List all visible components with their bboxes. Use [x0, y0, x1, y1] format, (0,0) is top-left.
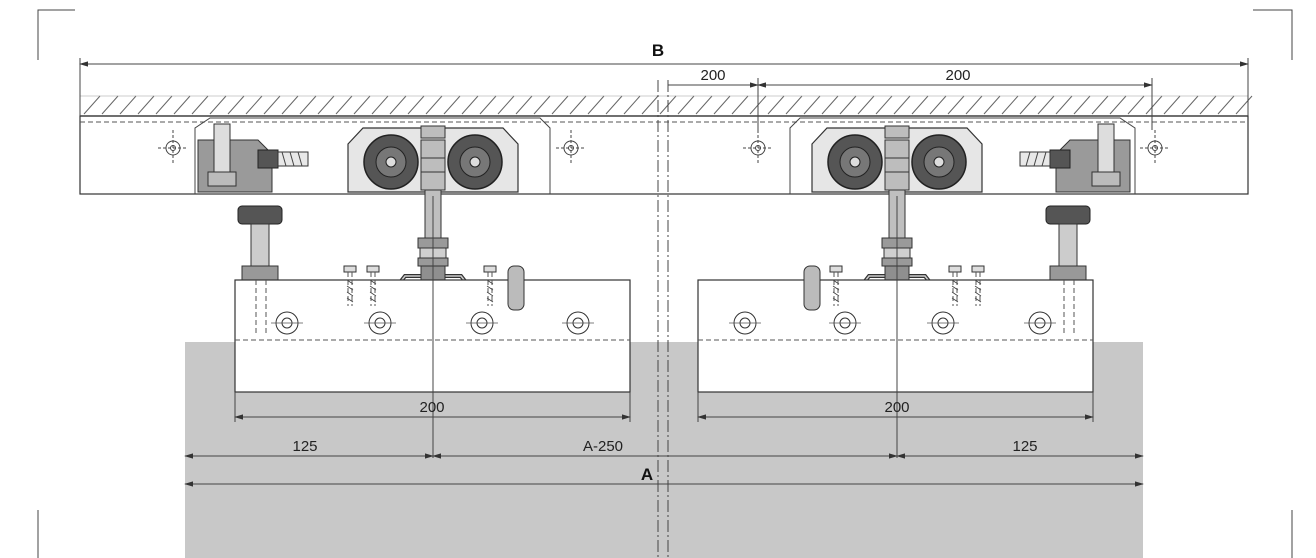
hatch-line: [1073, 95, 1091, 115]
dimension-label-right-offset: 125: [1012, 438, 1037, 455]
hatch-line: [155, 95, 173, 115]
hatch-line: [173, 95, 191, 115]
hatch-line: [605, 95, 623, 115]
hatch-line: [191, 95, 209, 115]
hatch-line: [281, 95, 299, 115]
hatch-line: [551, 95, 569, 115]
door-stop-left: [197, 123, 309, 281]
hatch-line: [353, 95, 371, 115]
hatch-line: [1181, 95, 1199, 115]
dimension-label-left-plate: 200: [419, 399, 444, 416]
hatch-line: [983, 95, 1001, 115]
hatch-line: [1127, 95, 1145, 115]
hatch-line: [929, 95, 947, 115]
hatch-line: [623, 95, 641, 115]
hatch-line: [1055, 95, 1073, 115]
hatch-line: [1091, 95, 1109, 115]
hatch-line: [1235, 95, 1253, 115]
hatch-line: [425, 95, 443, 115]
hatch-line: [119, 95, 137, 115]
hatch-line: [677, 95, 695, 115]
hatch-line: [317, 95, 335, 115]
hatch-line: [875, 95, 893, 115]
hatch-line: [1109, 95, 1127, 115]
hatch-line: [839, 95, 857, 115]
hatch-line: [101, 95, 119, 115]
hatch-line: [803, 95, 821, 115]
hatch-line: [587, 95, 605, 115]
dimension-label-middle-span: A-250: [583, 438, 623, 455]
mounting-plate-right: [697, 265, 1094, 393]
hatch-line: [713, 95, 731, 115]
dimension-label-left-offset: 125: [292, 438, 317, 455]
hatch-line: [479, 95, 497, 115]
hatch-line: [263, 95, 281, 115]
hatch-line: [911, 95, 929, 115]
hatch-line: [695, 95, 713, 115]
dimension-lines: [79, 58, 1249, 487]
hatch-line: [389, 95, 407, 115]
hatch-line: [893, 95, 911, 115]
dimension-label-right-plate: 200: [884, 399, 909, 416]
hatch-line: [137, 95, 155, 115]
hatch-line: [1163, 95, 1181, 115]
hatch-line: [569, 95, 587, 115]
dimension-label-a: A: [641, 465, 653, 484]
hatch-line: [1037, 95, 1055, 115]
door-stop-right: [1019, 123, 1131, 281]
dimension-label-top-offset: 200: [700, 67, 725, 84]
hatch-line: [533, 95, 551, 115]
hatch-line: [857, 95, 875, 115]
hatch-line: [299, 95, 317, 115]
hatch-line: [731, 95, 749, 115]
hatch-line: [1001, 95, 1019, 115]
hatch-line: [443, 95, 461, 115]
dimension-label-b: B: [652, 41, 664, 60]
hatch-line: [821, 95, 839, 115]
hatch-line: [83, 95, 101, 115]
hatch-line: [335, 95, 353, 115]
hatch-line: [515, 95, 533, 115]
hatch-line: [1145, 95, 1163, 115]
hatch-line: [497, 95, 515, 115]
dimension-label-top-span: 200: [945, 67, 970, 84]
hatch-line: [227, 95, 245, 115]
hatch-line: [641, 95, 659, 115]
hatch-line: [947, 95, 965, 115]
hatch-line: [461, 95, 479, 115]
hatch-line: [965, 95, 983, 115]
hatch-line: [767, 95, 785, 115]
hatch-line: [1199, 95, 1217, 115]
hatch-line: [1019, 95, 1037, 115]
hatch-line: [209, 95, 227, 115]
hatch-line: [1217, 95, 1235, 115]
hatch-line: [371, 95, 389, 115]
frame-corners: [37, 9, 1293, 558]
hatch-line: [785, 95, 803, 115]
hatch-line: [407, 95, 425, 115]
hatch-line: [245, 95, 263, 115]
